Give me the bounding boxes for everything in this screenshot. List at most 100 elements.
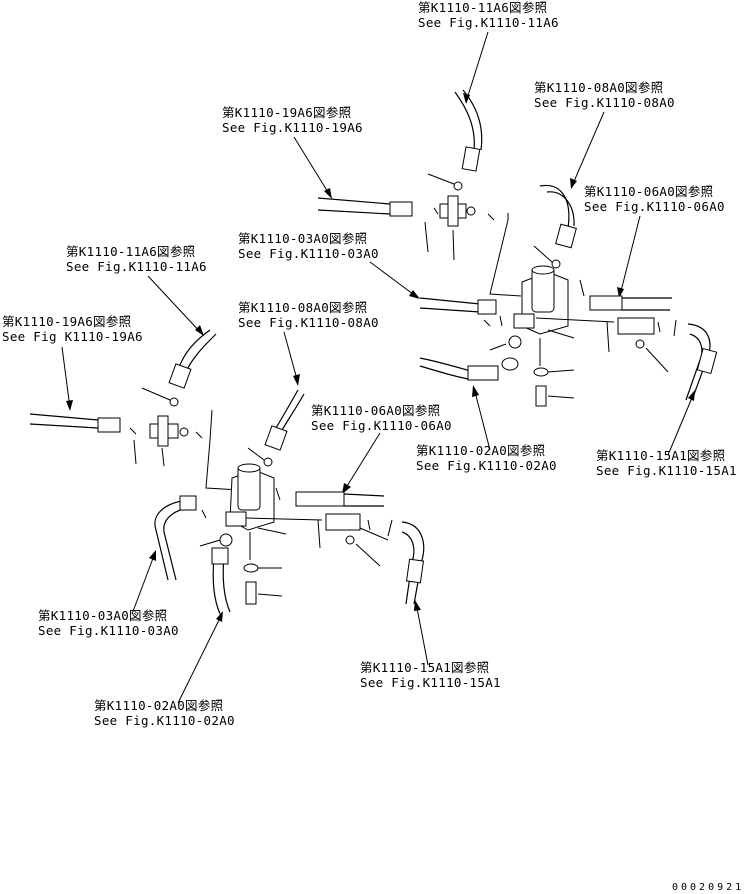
arrowhead — [195, 325, 204, 336]
bolt — [245, 581, 257, 605]
leader-line — [177, 613, 223, 704]
hose-fitting — [555, 223, 577, 249]
svg-text:See Fig.K1110-19A6: See Fig.K1110-19A6 — [222, 120, 363, 135]
hose — [454, 91, 475, 151]
hose — [281, 393, 305, 431]
leader-line — [667, 392, 695, 456]
hose-fitting — [589, 295, 623, 311]
leader-line — [547, 395, 575, 399]
svg-text:See Fig.K1110-08A0: See Fig.K1110-08A0 — [534, 95, 675, 110]
leader-line — [359, 527, 389, 541]
hose — [419, 365, 475, 381]
svg-text:第K1110-03A0図参照: 第K1110-03A0図参照 — [238, 231, 367, 246]
hose — [154, 499, 195, 581]
arrowhead — [409, 290, 420, 299]
upper-right-assembly — [317, 89, 718, 407]
hose-fitting — [405, 558, 425, 584]
o-ring — [345, 535, 355, 545]
arrowhead — [570, 178, 577, 189]
valve-body — [237, 465, 261, 511]
o-ring — [179, 427, 189, 437]
svg-text:第K1110-11A6図参照: 第K1110-11A6図参照 — [66, 244, 195, 259]
o-ring — [657, 321, 661, 333]
leader-line — [645, 347, 669, 373]
arrowhead — [463, 93, 470, 104]
callout-label-06a0-mid: 第K1110-06A0図参照 See Fig.K1110-06A0 — [311, 403, 452, 433]
svg-text:第K1110-03A0図参照: 第K1110-03A0図参照 — [38, 608, 167, 623]
arrowhead — [472, 385, 479, 397]
o-ring — [579, 279, 585, 297]
leader-line — [387, 519, 393, 537]
leader-line — [247, 447, 265, 461]
leader-line — [619, 215, 641, 296]
callout-label-02a0-bottom: 第K1110-02A0図参照 See Fig.K1110-02A0 — [94, 698, 235, 728]
callout-label-08a0-top: 第K1110-08A0図参照 See Fig.K1110-08A0 — [534, 80, 675, 110]
bolt — [535, 385, 547, 407]
tee-fitting — [617, 317, 655, 335]
leader-line — [415, 602, 429, 666]
svg-text:第K1110-08A0図参照: 第K1110-08A0図参照 — [534, 80, 663, 95]
leader-line — [141, 387, 171, 401]
o-ring — [499, 315, 503, 327]
leader-line — [427, 173, 455, 185]
hose — [419, 357, 475, 373]
leader-line — [199, 539, 221, 547]
o-ring — [367, 519, 371, 531]
washer — [243, 563, 259, 573]
leader-line — [283, 331, 299, 384]
leader-line — [547, 369, 575, 373]
arrowhead — [324, 188, 332, 199]
leader-line — [369, 261, 418, 298]
o-ring — [487, 213, 495, 221]
tee-fitting — [447, 195, 459, 227]
leader-lines — [61, 31, 695, 704]
hose-fitting — [97, 417, 121, 433]
leader-line — [673, 319, 677, 337]
hose — [29, 413, 99, 421]
leader-line — [293, 136, 332, 198]
arrowhead — [66, 400, 73, 411]
svg-text:第K1110-11A6図参照: 第K1110-11A6図参照 — [418, 0, 547, 15]
o-ring — [129, 427, 137, 435]
leader-line — [606, 321, 610, 353]
hose-fitting — [461, 146, 481, 172]
hose — [419, 297, 481, 305]
svg-text:See Fig.K1110-03A0: See Fig.K1110-03A0 — [38, 623, 179, 638]
o-ring — [275, 487, 281, 501]
svg-text:See Fig.K1110-02A0: See Fig.K1110-02A0 — [94, 713, 235, 728]
svg-text:第K1110-15A1図参照: 第K1110-15A1図参照 — [596, 448, 725, 463]
svg-text:第K1110-08A0図参照: 第K1110-08A0図参照 — [238, 300, 367, 315]
leader-line — [131, 552, 156, 615]
hose — [462, 89, 483, 151]
leader-line — [257, 527, 287, 535]
hose — [163, 507, 195, 581]
hose — [177, 329, 211, 371]
hose-fitting — [179, 495, 197, 511]
hose — [539, 184, 570, 229]
tee-fitting — [325, 513, 361, 531]
arrowhead — [342, 483, 351, 494]
callout-label-11a6-left: 第K1110-11A6図参照 See Fig.K1110-11A6 — [66, 244, 207, 274]
svg-text:See Fig.K1110-02A0: See Fig.K1110-02A0 — [416, 458, 557, 473]
callout-label-11a6-top: 第K1110-11A6図参照 See Fig.K1110-11A6 — [418, 0, 559, 30]
leader-line — [61, 346, 71, 409]
svg-text:See Fig.K1110-11A6: See Fig.K1110-11A6 — [66, 259, 207, 274]
leader-line — [343, 432, 381, 492]
arrowhead — [216, 611, 223, 622]
callout-label-06a0-top: 第K1110-06A0図参照 See Fig.K1110-06A0 — [584, 184, 725, 214]
arrowhead — [617, 287, 624, 298]
lower-left-assembly — [29, 329, 425, 615]
connection-line — [245, 517, 323, 521]
svg-text:第K1110-15A1図参照: 第K1110-15A1図参照 — [360, 660, 489, 675]
hose — [275, 389, 299, 429]
leader-line — [533, 245, 553, 263]
hose-fitting — [467, 365, 499, 381]
leader-line — [161, 447, 165, 467]
arrowhead — [414, 600, 421, 611]
callout-label-15a1-bottom: 第K1110-15A1図参照 See Fig.K1110-15A1 — [360, 660, 501, 690]
callout-label-02a0-right: 第K1110-02A0図参照 See Fig.K1110-02A0 — [416, 443, 557, 473]
svg-text:See Fig K1110-19A6: See Fig K1110-19A6 — [2, 329, 143, 344]
hose — [317, 197, 391, 205]
valve-port — [531, 265, 555, 275]
